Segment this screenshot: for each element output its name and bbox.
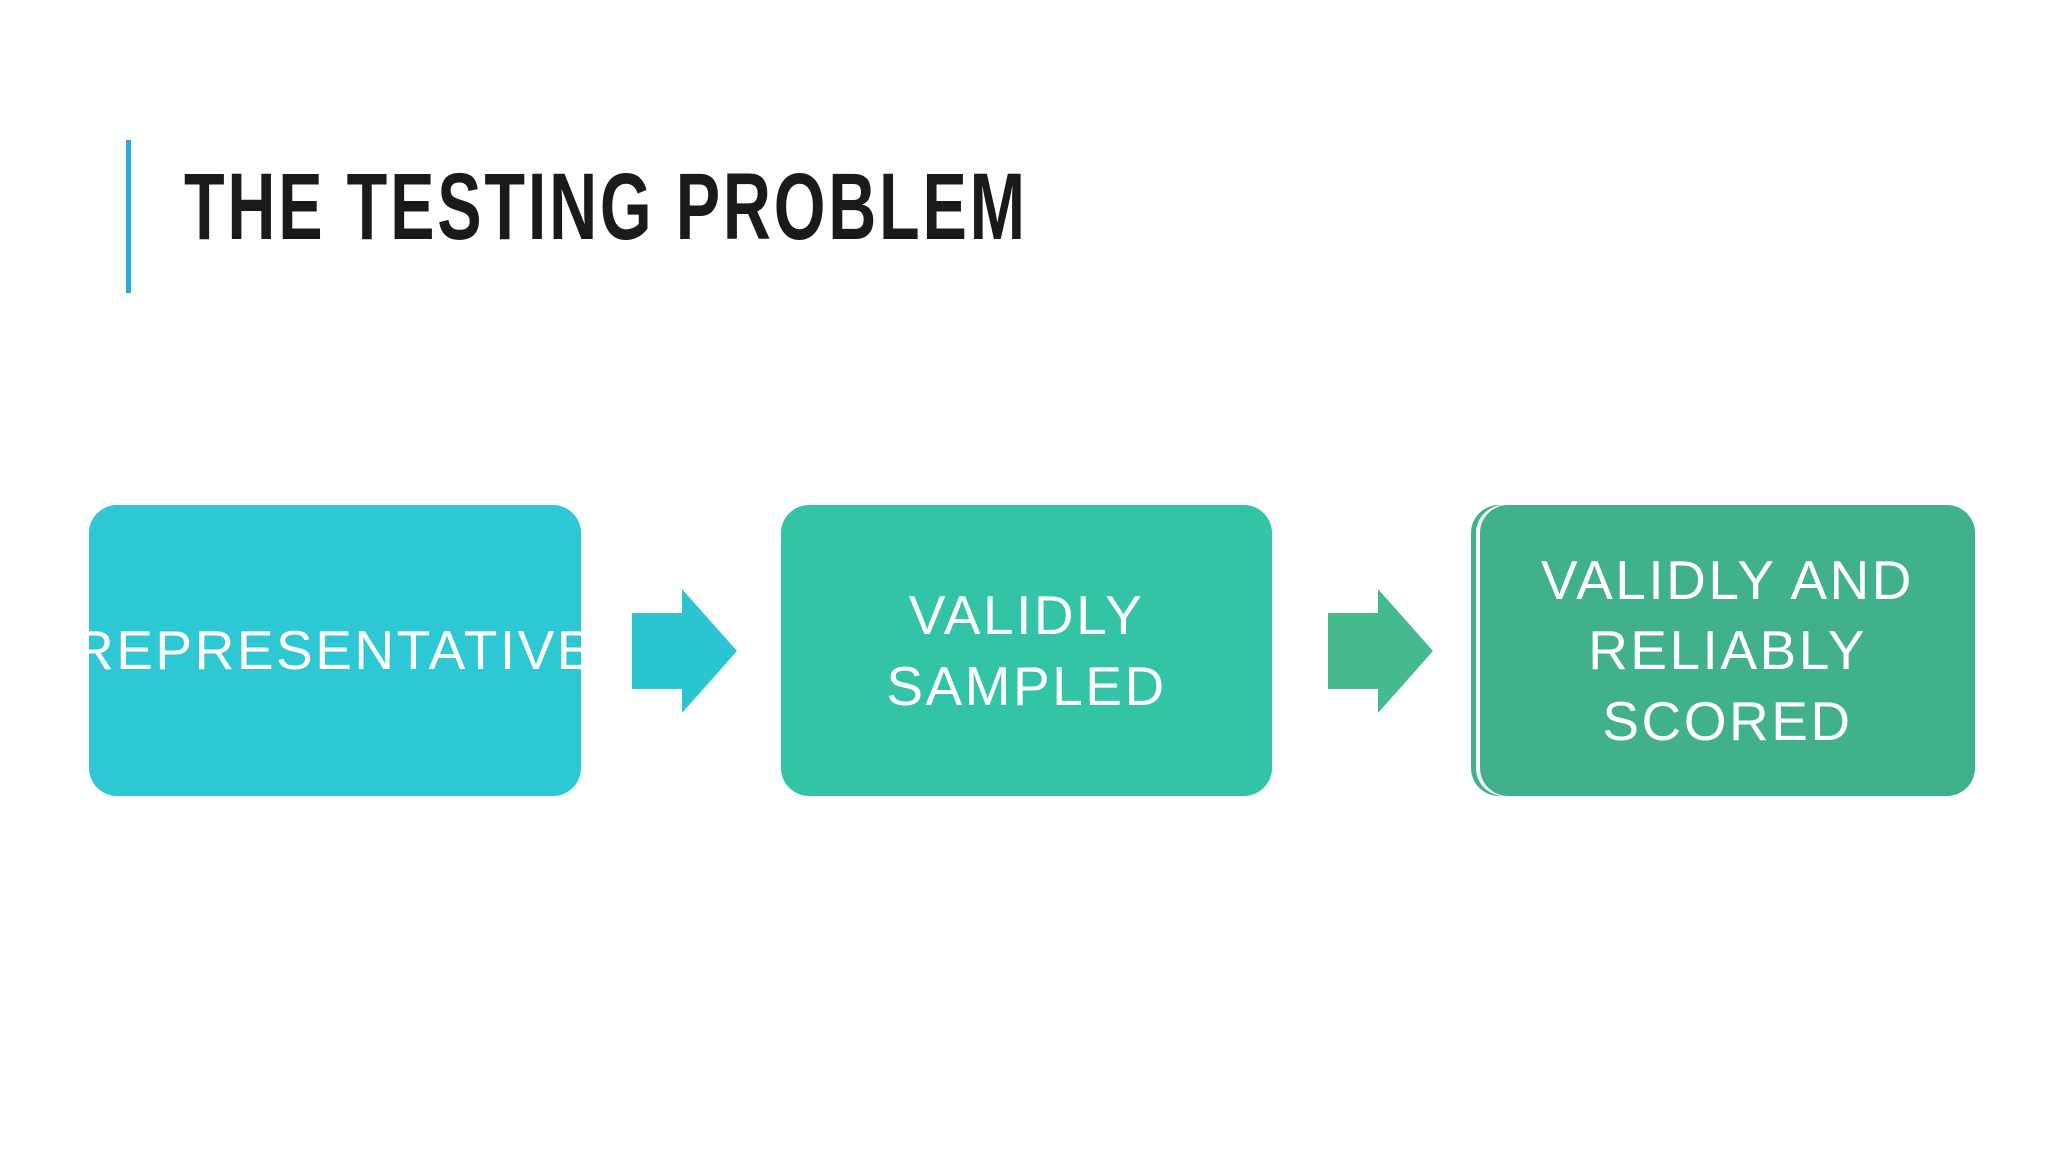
step-validly-reliably-scored-label: VALIDLY AND RELIABLY SCORED (1521, 545, 1934, 756)
step-label-line: VALIDLY AND (1541, 548, 1914, 611)
step-representative: REPRESENTATIVE (74, 505, 593, 796)
step-validly-sampled-label: VALIDLY SAMPLED (866, 580, 1186, 721)
title-accent-bar (126, 140, 131, 293)
step-label-line: SCORED (1602, 689, 1853, 752)
flow-arrow-right-icon (1328, 589, 1433, 713)
step-validly-sampled: VALIDLY SAMPLED (781, 505, 1272, 796)
step-label-line: VALIDLY (908, 584, 1145, 647)
step-label-line: REPRESENTATIVE (74, 619, 596, 682)
slide-title: THE TESTING PROBLEM (184, 154, 1028, 260)
step-representative-label: REPRESENTATIVE (54, 615, 616, 685)
step-label-line: RELIABLY (1588, 619, 1867, 682)
step-label-line: SAMPLED (886, 654, 1167, 717)
flow-arrow-right-icon (632, 589, 737, 713)
step-validly-reliably-scored: VALIDLY AND RELIABLY SCORED (1480, 505, 1975, 796)
